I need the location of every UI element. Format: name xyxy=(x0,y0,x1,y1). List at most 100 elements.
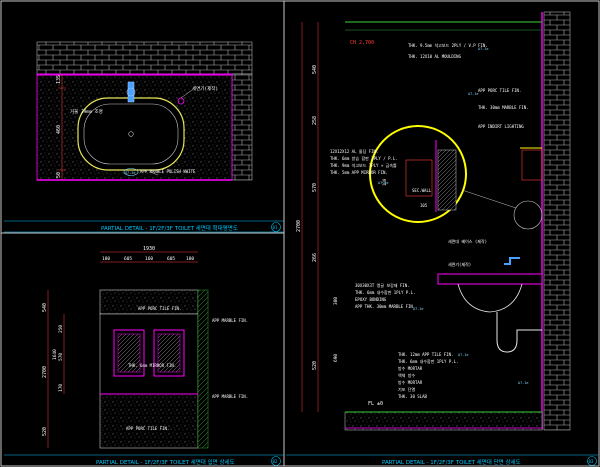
section-detail-label-3: THK. 9mm 석고보드 1PLY + 금속틀 xyxy=(330,162,397,168)
section-dim-2700: 2700 xyxy=(296,220,302,232)
plan-number: 01 xyxy=(273,225,278,230)
section-floor-level: FL ±0 xyxy=(368,401,383,407)
section-tag: A7-1e xyxy=(478,47,489,51)
section-dim-258: 258 xyxy=(312,116,318,125)
callout-target-circle xyxy=(513,200,543,230)
plan-dim-50: 50 xyxy=(56,172,62,178)
section-number: 03 xyxy=(589,459,594,464)
section-counter-label-1: 30X30X3T 앵글 보강재 FIN. xyxy=(355,282,410,288)
plan-label-basin: 거울 39mm 조명 xyxy=(70,108,103,115)
plan-wall-right xyxy=(231,73,253,181)
plan-leader xyxy=(180,89,193,99)
elev-mirror-right-inner xyxy=(157,333,181,373)
elev-tile-bottom xyxy=(99,393,199,449)
elev-label-marble2: APP MARBLE FIN. xyxy=(212,394,248,399)
section-detail-label-4: THK. 5mm APP MIRROR FIN. xyxy=(330,170,388,175)
section-label-gypsum: THK. 9.5mm 석고보드 2PLY / V.P FIN. xyxy=(408,42,488,48)
callout-detail-wall xyxy=(437,149,457,211)
plan-label-faucet: 세면기(제작) xyxy=(192,85,218,92)
section-dim-690: 690 xyxy=(333,354,339,362)
section-tag: A7-1e xyxy=(413,307,424,311)
elev-title: PARTIAL DETAIL - 1F/2F/3F TOILET 세면대 입면 … xyxy=(96,458,235,466)
section-lower-label-7: THK. 30 SLAB xyxy=(398,394,427,399)
section-faucet xyxy=(504,257,520,265)
section-lower-label-6: 기포 단열 xyxy=(398,386,415,392)
plan-label-counter: APP MARBLE POLISH WHITE xyxy=(140,169,196,174)
plan-basin-drain xyxy=(128,131,134,137)
elev-dim-2700: 2700 xyxy=(42,366,48,378)
section-floor xyxy=(344,411,543,431)
elev-label-marble1: APP MARBLE FIN. xyxy=(212,318,248,323)
callout-detail-box xyxy=(405,159,433,197)
plan-leader xyxy=(149,171,159,176)
drawing-number-icon xyxy=(271,456,281,466)
section-dim-380: 380 xyxy=(333,297,339,305)
plan-basin-inner xyxy=(83,103,179,165)
section-counter xyxy=(437,273,543,285)
section-trap-pipe xyxy=(496,312,542,353)
elev-dim-170: 170 xyxy=(58,384,64,392)
elev-dim-1930: 1930 xyxy=(143,246,155,252)
section-wall xyxy=(543,11,571,431)
section-dim-266: 266 xyxy=(312,253,318,262)
plan-wall-top xyxy=(36,41,253,75)
elev-dim-540: 540 xyxy=(42,303,48,312)
callout-leader xyxy=(461,189,517,209)
section-tag: A7-1e xyxy=(518,381,529,385)
section-dim-570: 570 xyxy=(312,183,318,192)
section-lower-label-3: 방수 MORTAR xyxy=(398,365,423,371)
section-label-marble: THK. 30mm MARBLE FIN. xyxy=(478,105,529,110)
section-label-tile: APP PORC TILE FIN. xyxy=(478,88,521,93)
elev-dim-1640: 1640 xyxy=(52,349,58,360)
elev-dim-570: 570 xyxy=(58,353,64,361)
elev-dim-605a: 605 xyxy=(124,256,132,262)
plan-dim-135: 135 xyxy=(56,75,62,84)
section-lower-label-5: 방수 MORTAR xyxy=(398,379,423,385)
section-label-moulding: THK. 12X10 AL MOULDING xyxy=(408,54,462,59)
section-label-base: 세면대 베이스 (제작) xyxy=(448,238,487,244)
section-detail-label-2: THK. 6mm 방습 합판 2PLY / P.L. xyxy=(330,155,398,161)
callout-dim-105: 105 xyxy=(420,203,428,208)
section-lower-label-2: THK. 6mm 내수합판 1PLY P.L. xyxy=(398,358,458,364)
elev-wall-band xyxy=(197,289,209,449)
section-tag: A7-1e xyxy=(378,181,389,185)
callout-text-secwall: SEC.WALL xyxy=(412,188,432,193)
plan-title: PARTIAL DETAIL - 1F/2F/3F TOILET 세면대 확대평… xyxy=(101,224,238,232)
plan-dim-460: 460 xyxy=(56,125,62,134)
section-counter-label-3: EPOXY BONDING xyxy=(355,297,387,302)
plan-tag: A7-1e xyxy=(125,171,136,175)
elev-dim-180a: 180 xyxy=(102,256,110,262)
section-mirror-cabinet xyxy=(521,149,543,181)
section-basin xyxy=(457,283,523,313)
elev-mirror-left-inner xyxy=(117,333,141,373)
elev-label-tile-bottom: APP PORC TILE FIN. xyxy=(126,426,169,431)
detail-tag-icon xyxy=(123,168,139,176)
drawing-number-icon xyxy=(587,456,597,466)
section-label-lighting: APP INDIRT LIGHTING xyxy=(478,124,524,129)
section-lower-label-4: 액체 방수 xyxy=(398,372,415,378)
elev-dim-605b: 605 xyxy=(167,256,175,262)
section-label-basin: 세면기(제작) xyxy=(448,261,471,267)
plan-faucet-base xyxy=(126,87,136,97)
elev-dim-520: 520 xyxy=(42,427,48,436)
section-ceiling-level: CH 2,700 xyxy=(350,40,374,46)
faucet-icon xyxy=(127,81,135,103)
section-dim-520: 520 xyxy=(312,361,318,370)
section-tag: A7-1e xyxy=(468,92,479,96)
panel-plan[interactable]: 135 460 50 세면기(제작) 거울 39mm 조명 APP MARBLE… xyxy=(4,41,284,233)
panel-elevation[interactable]: 1930 180 605 160 605 180 540 2700 520 25… xyxy=(4,246,284,466)
elev-dim-160: 160 xyxy=(145,256,153,262)
panel-section[interactable]: CH 2,700 FL ±0 540 258 570 2700 266 520 … xyxy=(286,11,598,466)
section-counter-label-2: THK. 6mm 내수합판 1PLY P.L. xyxy=(355,289,415,295)
elev-dim-250: 250 xyxy=(58,325,64,333)
elev-label-tile-top: APP PORC TILE FIN. xyxy=(138,306,181,311)
elev-number: 02 xyxy=(273,459,278,464)
drawing-number-icon xyxy=(271,222,281,232)
section-lower-label-1: THK. 12mm APP TILE FIN. xyxy=(398,352,453,357)
section-detail-label-1: 12X12X12 AL 몰딩 FIN. xyxy=(330,148,378,154)
section-title: PARTIAL DETAIL - 1F/2F/3F TOILET 세면대 단면 … xyxy=(382,458,521,466)
section-dim-540: 540 xyxy=(312,65,318,74)
section-counter-label-4: APP THK. 30mm MARBLE FIN. xyxy=(355,304,415,309)
section-tag: A7-1e xyxy=(458,353,469,357)
